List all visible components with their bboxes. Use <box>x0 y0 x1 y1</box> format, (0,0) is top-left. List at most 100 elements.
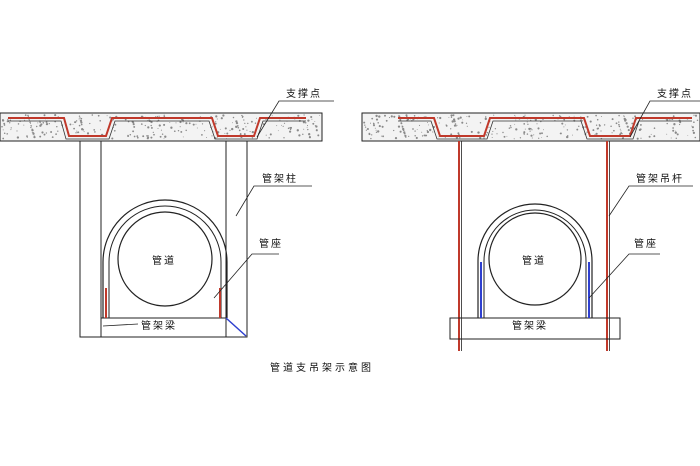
concrete-speckle <box>159 135 162 138</box>
concrete-speckle <box>315 125 318 128</box>
concrete-speckle <box>632 117 634 119</box>
concrete-speckle <box>73 127 75 130</box>
concrete-speckle <box>243 119 245 121</box>
concrete-speckle <box>403 132 406 135</box>
concrete-speckle <box>152 131 154 134</box>
concrete-speckle <box>17 123 20 125</box>
concrete-speckle <box>479 121 482 124</box>
concrete-speckle <box>393 129 395 132</box>
concrete-speckle <box>421 135 424 137</box>
concrete-speckle <box>666 133 668 135</box>
concrete-speckle <box>78 115 81 117</box>
concrete-speckle <box>75 120 78 122</box>
concrete-speckle <box>2 137 5 140</box>
concrete-speckle <box>297 114 300 117</box>
concrete-speckle <box>596 118 599 121</box>
concrete-speckle <box>456 124 458 126</box>
concrete-speckle <box>150 136 153 139</box>
concrete-speckle <box>450 114 453 117</box>
concrete-speckle <box>539 132 542 135</box>
concrete-speckle <box>378 125 381 128</box>
concrete-speckle <box>80 123 83 126</box>
concrete-speckle <box>211 126 213 128</box>
concrete-speckle <box>27 116 29 118</box>
concrete-speckle <box>254 122 257 124</box>
concrete-speckle <box>45 132 48 134</box>
concrete-speckle <box>618 125 621 128</box>
concrete-speckle <box>479 136 482 139</box>
concrete-speckle <box>97 114 100 117</box>
concrete-speckle <box>310 115 313 119</box>
concrete-speckle <box>672 127 674 129</box>
left-u-clamp <box>102 199 228 318</box>
left-seat-label: 管座 <box>259 237 283 250</box>
concrete-speckle <box>462 119 464 121</box>
concrete-speckle <box>287 127 290 130</box>
concrete-speckle <box>363 121 366 124</box>
concrete-speckle <box>491 133 493 135</box>
concrete-speckle <box>113 129 116 132</box>
concrete-speckle <box>625 122 628 125</box>
concrete-speckle <box>515 128 518 131</box>
concrete-speckle <box>624 119 627 122</box>
concrete-speckle <box>378 115 381 118</box>
concrete-speckle <box>57 130 59 132</box>
concrete-speckle <box>530 127 532 130</box>
concrete-speckle <box>247 122 249 125</box>
left-beam-label: 管架梁 <box>141 319 177 332</box>
concrete-speckle <box>502 131 504 134</box>
concrete-speckle <box>180 130 183 133</box>
concrete-speckle <box>390 115 393 118</box>
concrete-speckle <box>414 135 416 137</box>
concrete-speckle <box>45 121 48 124</box>
concrete-speckle <box>399 130 402 133</box>
concrete-speckle <box>508 127 511 129</box>
concrete-speckle <box>307 119 310 122</box>
concrete-speckle <box>364 126 367 128</box>
concrete-speckle <box>129 134 132 136</box>
concrete-speckle <box>424 134 426 137</box>
concrete-speckle <box>412 128 414 130</box>
concrete-speckle <box>536 123 538 125</box>
concrete-speckle <box>150 124 152 127</box>
concrete-speckle <box>179 121 182 124</box>
concrete-speckle <box>196 127 198 129</box>
concrete-speckle <box>127 135 130 137</box>
concrete-speckle <box>42 122 45 124</box>
concrete-speckle <box>589 120 592 123</box>
concrete-speckle <box>160 129 162 131</box>
concrete-speckle <box>112 119 115 121</box>
concrete-speckle <box>672 129 675 132</box>
concrete-speckle <box>611 132 613 134</box>
concrete-speckle <box>40 123 43 126</box>
concrete-speckle <box>506 135 508 137</box>
concrete-speckle <box>277 130 279 132</box>
concrete-speckle <box>276 125 278 127</box>
concrete-speckle <box>169 122 171 124</box>
concrete-speckle <box>586 115 589 118</box>
concrete-speckle <box>692 131 696 135</box>
concrete-speckle <box>523 123 526 125</box>
concrete-speckle <box>468 115 471 118</box>
concrete-speckle <box>371 134 373 136</box>
concrete-speckle <box>526 121 528 123</box>
concrete-speckle <box>402 129 405 132</box>
concrete-speckle <box>156 121 158 123</box>
concrete-speckle <box>408 135 410 137</box>
concrete-speckle <box>566 129 569 131</box>
concrete-speckle <box>445 124 447 126</box>
concrete-speckle <box>418 124 421 126</box>
concrete-speckle <box>30 125 32 127</box>
concrete-speckle <box>466 116 468 118</box>
concrete-speckle <box>289 126 292 129</box>
concrete-speckle <box>397 125 401 128</box>
concrete-speckle <box>653 127 656 130</box>
concrete-speckle <box>674 130 676 132</box>
concrete-speckle <box>564 124 566 126</box>
concrete-speckle <box>269 133 272 136</box>
right-seat-label: 管座 <box>634 237 658 250</box>
concrete-speckle <box>595 124 598 126</box>
concrete-speckle <box>111 137 114 140</box>
concrete-speckle <box>370 137 372 140</box>
concrete-speckle <box>546 135 548 138</box>
